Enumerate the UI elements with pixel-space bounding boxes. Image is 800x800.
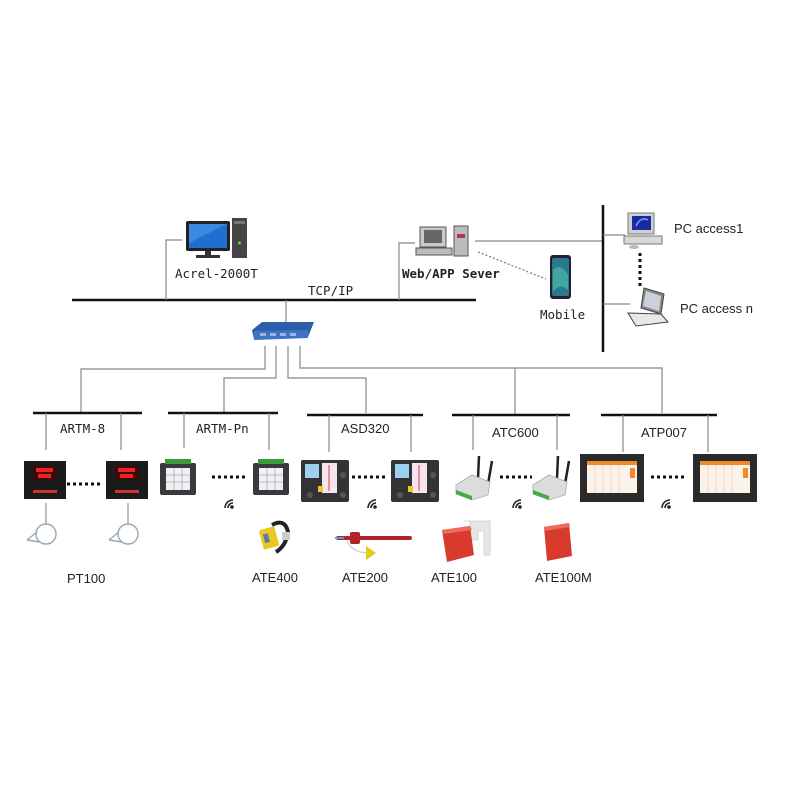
atc600-device-2 — [532, 455, 571, 501]
desktop-computer-icon — [186, 218, 247, 258]
wireless-icon — [661, 499, 671, 509]
downlink-asd320 — [287, 346, 367, 413]
atc600-device-1 — [455, 455, 494, 501]
acrel-2000t-label: Acrel-2000T — [175, 266, 258, 281]
wireless-icon — [224, 499, 234, 509]
wireless-icon — [367, 499, 377, 509]
artm8-meter-1 — [24, 461, 66, 499]
artmpn-device-1 — [160, 459, 196, 495]
network-switch-icon — [252, 322, 314, 340]
downlink-artmpn — [223, 346, 277, 413]
ate100-sensor-icon — [442, 520, 491, 562]
group-label-atp007: ATP007 — [641, 425, 688, 440]
tcp-ip-label: TCP/IP — [308, 283, 354, 298]
mobile-label: Mobile — [540, 307, 586, 322]
asd320-device-2 — [391, 460, 439, 502]
mobile-phone-icon — [550, 255, 571, 299]
acrel-connector — [165, 239, 182, 300]
ate200-sensor-icon — [335, 532, 412, 560]
sensor-label-pt100: PT100 — [67, 571, 106, 586]
sensor-label-ate100m: ATE100M — [535, 570, 592, 585]
pc-access1-icon — [623, 212, 663, 249]
group-label-artmpn: ARTM-Pn — [196, 421, 249, 436]
sensor-label-ate200: ATE200 — [342, 570, 389, 585]
group-label-atc600: ATC600 — [492, 425, 539, 440]
group-label-artm8: ARTM-8 — [60, 421, 106, 436]
artmpn-device-2 — [253, 459, 289, 495]
web-app-server-label: Web/APP Sever — [402, 266, 500, 281]
laptop-icon — [627, 287, 669, 327]
ate400-sensor-icon — [259, 520, 291, 554]
pc-access-n-label: PC access n — [680, 301, 753, 316]
pt100-probe-1 — [26, 503, 57, 545]
asd320-device-1 — [301, 460, 349, 502]
group-label-asd320: ASD320 — [341, 421, 390, 436]
pc-access1-label: PC access1 — [674, 221, 744, 236]
pt100-probe-2 — [108, 503, 139, 545]
artm8-meter-2 — [106, 461, 148, 499]
atp007-screen-1 — [580, 454, 644, 502]
downlink-artm8 — [80, 346, 266, 413]
sensor-label-ate100: ATE100 — [431, 570, 478, 585]
server-mobile-wireless-link — [477, 251, 547, 280]
downlink-atc600-atp007 — [299, 346, 663, 413]
atp007-screen-2 — [693, 454, 757, 502]
server-computer-icon — [415, 225, 469, 257]
web-server-connector — [398, 242, 415, 300]
sensor-label-ate400: ATE400 — [252, 570, 299, 585]
wireless-icon — [512, 499, 522, 509]
ate100m-sensor-icon — [544, 523, 572, 561]
